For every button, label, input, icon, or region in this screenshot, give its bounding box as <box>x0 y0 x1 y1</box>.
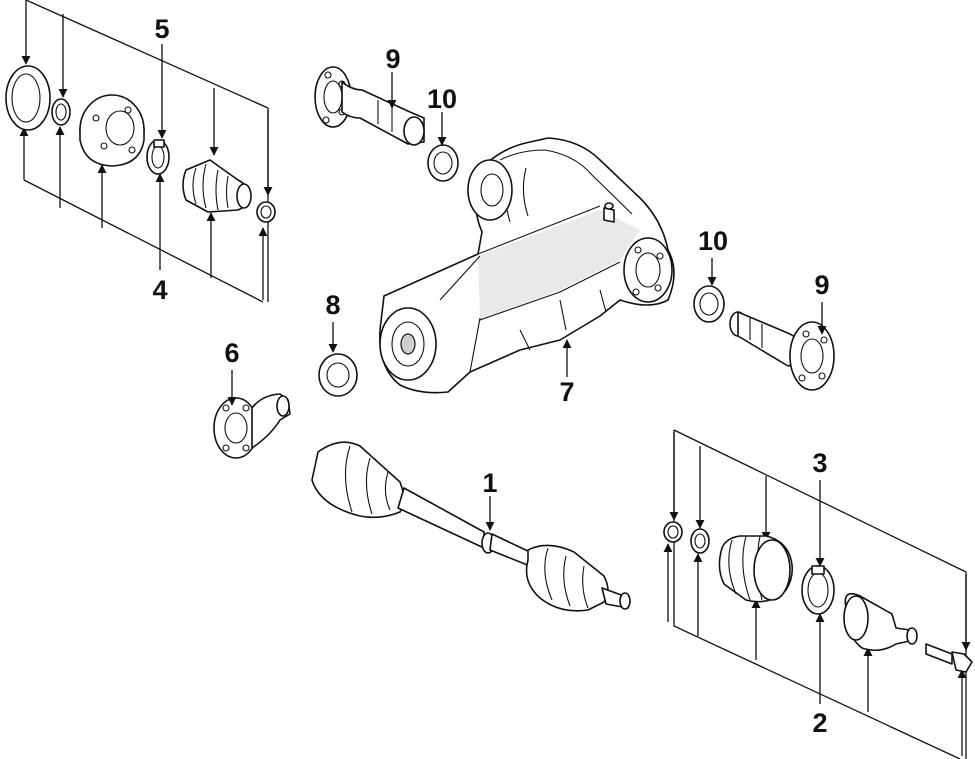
small-clamp-outer <box>663 521 683 543</box>
outer-cv-joint <box>843 592 918 652</box>
outer-boot <box>718 535 794 603</box>
top-left-kit-group: 5 4 <box>5 0 276 305</box>
boot-clamp-outer <box>801 565 835 615</box>
circlip <box>51 98 71 126</box>
axle-bolt <box>925 643 973 673</box>
callout-9-right: 9 <box>814 270 829 300</box>
oil-seal-right <box>693 285 725 323</box>
callout-10-upper: 10 <box>427 84 457 114</box>
oil-seal-upper <box>427 144 459 182</box>
flange-shaft-right <box>729 311 835 391</box>
differential-housing <box>379 137 675 394</box>
callout-6: 6 <box>224 338 239 368</box>
right-flange-shaft-group: 10 9 <box>693 226 835 391</box>
flange-shaft-upper <box>314 66 425 146</box>
callout-8: 8 <box>325 290 340 320</box>
callout-9-upper: 9 <box>385 44 400 74</box>
callout-2: 2 <box>812 708 827 738</box>
callout-7: 7 <box>559 377 574 407</box>
boot-clamp-small <box>256 201 276 223</box>
callout-1: 1 <box>482 468 497 498</box>
upper-flange-shaft-group: 9 10 <box>314 44 459 182</box>
callout-3: 3 <box>812 448 827 478</box>
callout-5: 5 <box>154 14 169 44</box>
inner-cv-joint-6 <box>213 393 291 459</box>
circlip-outer <box>690 528 710 554</box>
boot-clamp-large <box>146 139 170 175</box>
pinion-seal-8 <box>318 353 358 397</box>
axle-shaft-assembly <box>311 441 631 612</box>
callout-10-right: 10 <box>698 226 728 256</box>
inner-joint-housing <box>79 94 145 167</box>
bottom-right-kit-group: 3 2 <box>663 429 973 759</box>
inner-boot <box>182 159 252 213</box>
large-cover-ring <box>5 65 51 131</box>
callout-4: 4 <box>152 275 167 305</box>
